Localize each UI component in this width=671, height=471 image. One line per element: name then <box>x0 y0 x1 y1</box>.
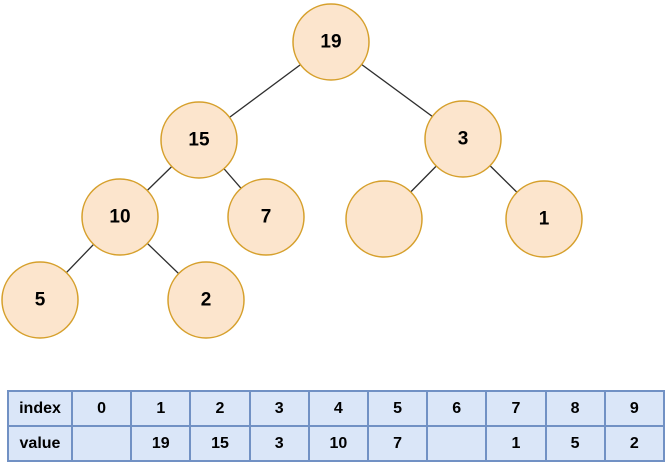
tree-node-19: 19 <box>292 3 370 81</box>
tree-node-1: 1 <box>505 180 583 258</box>
index-cell-4: 4 <box>307 390 369 427</box>
index-cell-3: 3 <box>248 390 310 427</box>
index-cell-8: 8 <box>544 390 606 427</box>
value-cell-5: 7 <box>366 425 429 462</box>
value-cell-4: 10 <box>307 425 369 462</box>
value-cell-6 <box>426 425 488 462</box>
row-label-value: value <box>7 425 73 462</box>
tree-node-circle <box>424 100 502 178</box>
tree-node-circle <box>167 261 245 339</box>
tree-node-label: 7 <box>261 207 272 228</box>
tree-node-circle <box>81 178 159 256</box>
index-cell-0: 0 <box>70 390 133 427</box>
tree-node-label: 5 <box>35 290 46 311</box>
value-row: value 19 15 3 10 7 1 5 2 <box>7 425 666 462</box>
index-cell-7: 7 <box>485 390 547 427</box>
value-cell-0 <box>70 425 133 462</box>
tree-node-label: 2 <box>201 290 212 311</box>
index-row: index 0 1 2 3 4 5 6 7 8 9 <box>7 390 666 427</box>
value-cell-3: 3 <box>248 425 310 462</box>
index-cell-1: 1 <box>130 390 192 427</box>
tree-node-10: 10 <box>81 178 159 256</box>
tree-node-circle <box>227 178 305 256</box>
value-cell-7: 1 <box>485 425 547 462</box>
value-cell-9: 2 <box>603 425 666 462</box>
tree-node-circle <box>1 261 79 339</box>
tree-node-label: 15 <box>188 130 210 151</box>
value-cell-1: 19 <box>130 425 192 462</box>
tree-node-label: 1 <box>539 209 550 230</box>
tree-node-15: 15 <box>160 101 238 179</box>
tree-node-3: 3 <box>424 100 502 178</box>
index-cell-2: 2 <box>189 390 251 427</box>
tree-node-circle <box>160 101 238 179</box>
tree-node-label: 10 <box>109 207 130 228</box>
array-representation-table: index 0 1 2 3 4 5 6 7 8 9 value 19 15 3 … <box>7 390 666 462</box>
tree-node-7: 7 <box>227 178 305 256</box>
tree-node-2: 2 <box>167 261 245 339</box>
value-cell-2: 15 <box>189 425 251 462</box>
tree-node-circle <box>345 180 423 258</box>
tree-node-circle <box>292 3 370 81</box>
tree-node-label: 3 <box>458 129 469 150</box>
index-cell-5: 5 <box>366 390 429 427</box>
value-cell-8: 5 <box>544 425 606 462</box>
tree-node-empty <box>345 180 423 258</box>
tree-node-label: 19 <box>320 32 341 53</box>
index-cell-9: 9 <box>603 390 666 427</box>
row-label-index: index <box>7 390 73 427</box>
index-cell-6: 6 <box>426 390 488 427</box>
tree-node-circle <box>505 180 583 258</box>
tree-node-5: 5 <box>1 261 79 339</box>
